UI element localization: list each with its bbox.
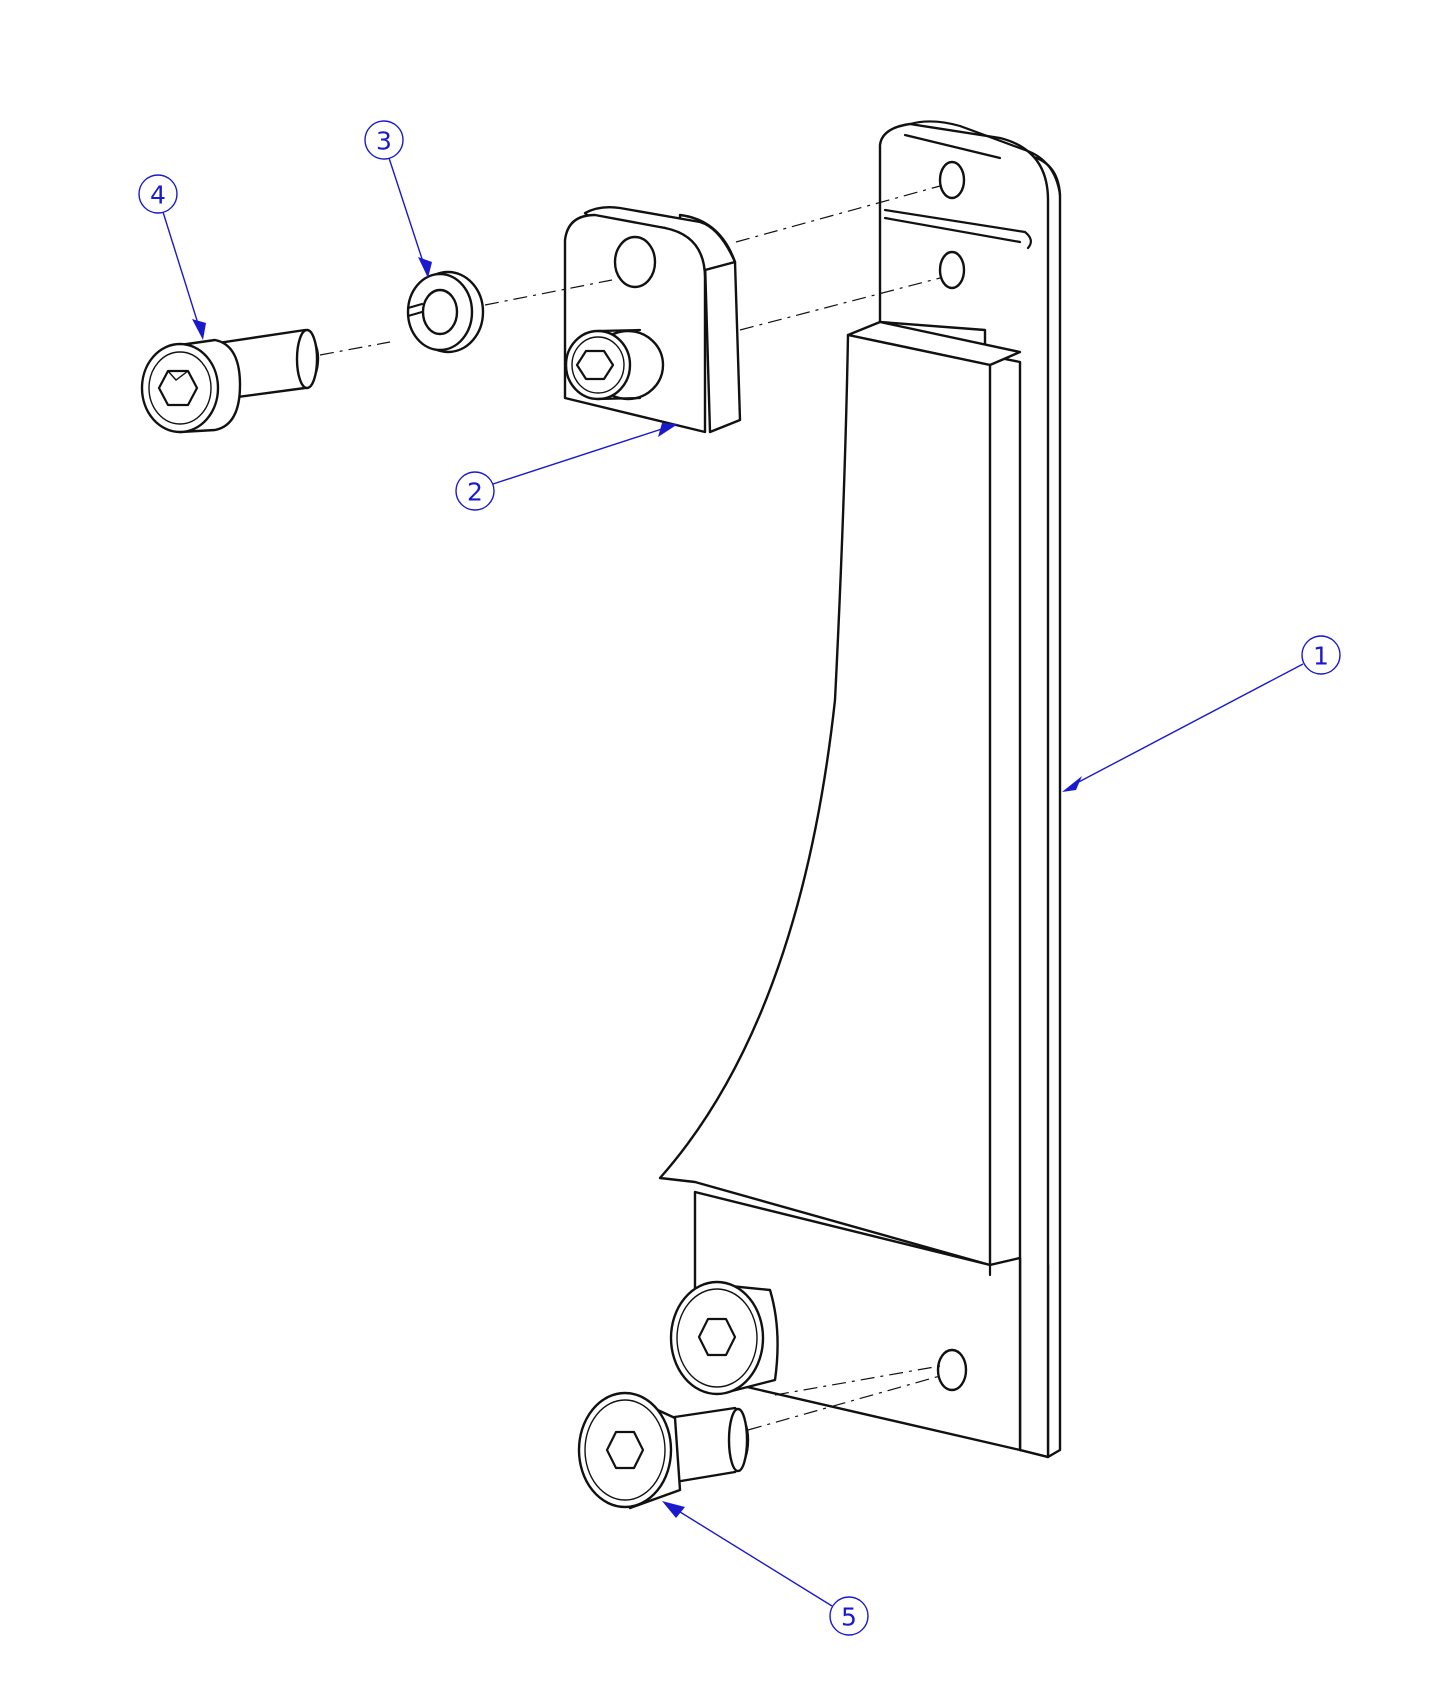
balloon-1-label: 1 (1313, 642, 1329, 671)
socket-head-cap-screw (140, 328, 320, 434)
balloon-4[interactable] (138, 174, 178, 214)
balloon-4-group: 4 (138, 174, 206, 340)
lock-washer (406, 270, 485, 354)
balloon-2-label: 2 (467, 478, 483, 507)
balloon-5-label: 5 (841, 1603, 857, 1632)
balloon-1-group: 1 (1062, 635, 1341, 792)
explode-lines (319, 185, 941, 1431)
mounting-block (563, 205, 742, 434)
balloon-1[interactable] (1301, 635, 1341, 675)
balloon-5[interactable] (829, 1596, 869, 1636)
balloon-3[interactable] (364, 120, 404, 160)
balloon-2-group: 2 (455, 423, 678, 511)
balloon-4-label: 4 (150, 181, 166, 210)
balloon-5-group: 5 (662, 1501, 869, 1636)
balloon-2[interactable] (455, 471, 495, 511)
flat-head-socket-screw-upper (669, 1280, 779, 1396)
bracket-plate (658, 120, 1062, 1459)
balloon-3-group: 3 (364, 120, 432, 278)
flat-head-socket-screw-lower (577, 1391, 750, 1510)
balloon-3-label: 3 (376, 127, 392, 156)
